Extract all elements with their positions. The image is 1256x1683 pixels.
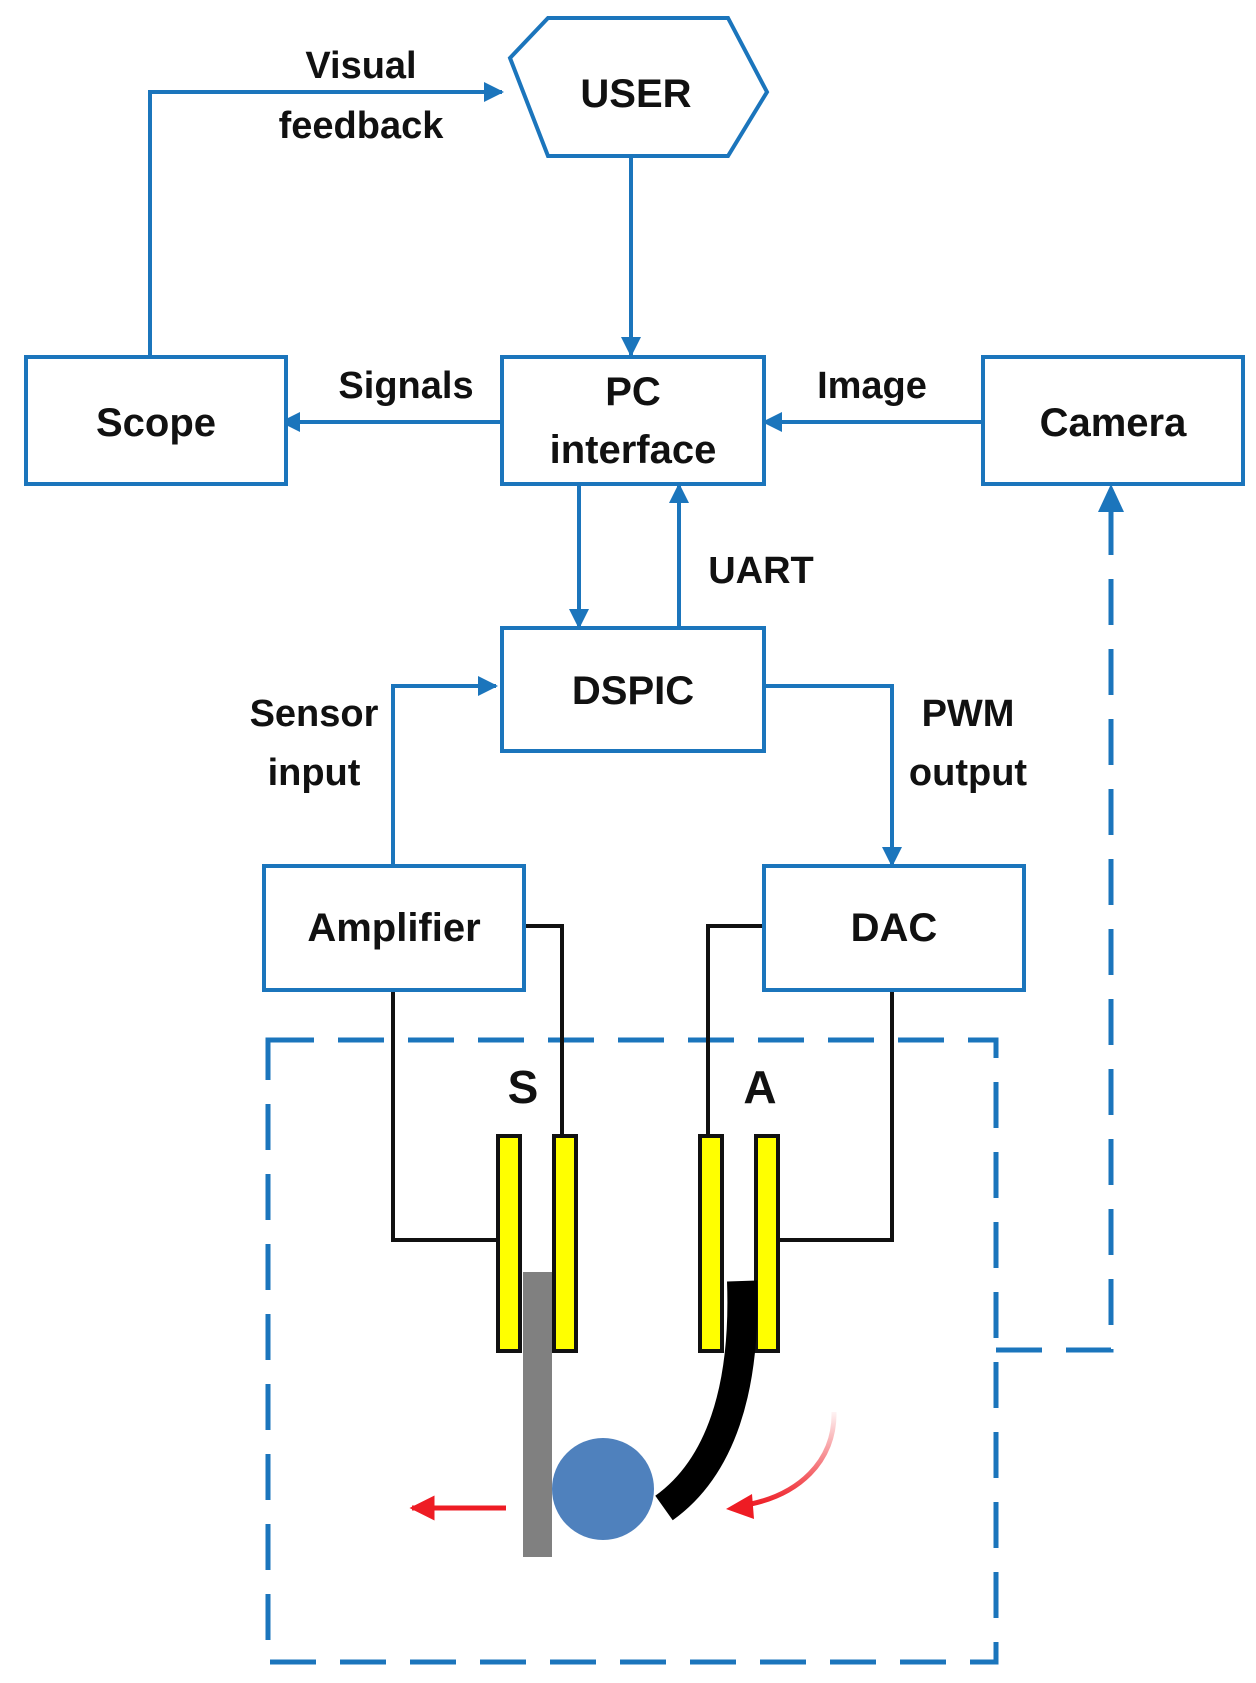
user-label: USER bbox=[580, 72, 691, 116]
actuator-plate-label: A bbox=[743, 1061, 776, 1113]
pc-interface-label-line1: PC bbox=[605, 370, 661, 414]
camera-box bbox=[981, 355, 1245, 486]
sensor-input-arrow bbox=[391, 676, 498, 865]
camera-view-arrowhead bbox=[1098, 484, 1124, 512]
dspic-box bbox=[500, 626, 766, 753]
image-label: Image bbox=[817, 365, 927, 407]
sensor-input-label-line1: Sensor bbox=[250, 693, 379, 735]
pwm-output-arrow bbox=[764, 684, 902, 867]
visual-feedback-arrow bbox=[148, 82, 504, 355]
actuator-motion-arrowhead bbox=[726, 1494, 754, 1519]
actuator-plate-left bbox=[698, 1134, 724, 1353]
visual-feedback-label-line1: Visual bbox=[305, 45, 416, 87]
dac-label: DAC bbox=[851, 906, 938, 950]
uart-label: UART bbox=[708, 550, 814, 592]
camera-label: Camera bbox=[1040, 401, 1188, 445]
amplifier-wire-inner bbox=[524, 924, 564, 1136]
actuator-beam bbox=[654, 1280, 758, 1521]
scope-label: Scope bbox=[96, 401, 216, 445]
sensor-plate-left bbox=[496, 1134, 522, 1353]
pwm-output-label-line1: PWM bbox=[922, 693, 1015, 735]
pc-interface-label-line2: interface bbox=[550, 428, 717, 472]
amplifier-label: Amplifier bbox=[307, 906, 480, 950]
sensor-input-label-line2: input bbox=[268, 752, 361, 794]
amplifier-box bbox=[262, 864, 526, 992]
user-node bbox=[507, 16, 770, 158]
dac-wire-outer bbox=[778, 990, 894, 1242]
sensor-plate-label: S bbox=[508, 1061, 539, 1113]
visual-feedback-label-line2: feedback bbox=[279, 105, 445, 147]
dac-box bbox=[762, 864, 1026, 992]
pwm-output-label-line2: output bbox=[909, 752, 1028, 794]
signals-label: Signals bbox=[338, 365, 473, 407]
camera-view-link bbox=[996, 510, 1114, 1353]
scope-box bbox=[24, 355, 288, 486]
ball bbox=[552, 1438, 654, 1540]
sensor-beam bbox=[523, 1272, 552, 1557]
dac-wire-inner bbox=[706, 924, 764, 1136]
amplifier-wire-outer bbox=[391, 990, 500, 1242]
actuator-motion-arrow bbox=[739, 1411, 837, 1509]
sensor-plate-right bbox=[552, 1134, 578, 1353]
experimental-setup-region bbox=[265, 1037, 999, 1665]
actuator-plate-right bbox=[754, 1134, 780, 1353]
dspic-label: DSPIC bbox=[572, 669, 694, 713]
pc-interface-box bbox=[500, 355, 766, 486]
